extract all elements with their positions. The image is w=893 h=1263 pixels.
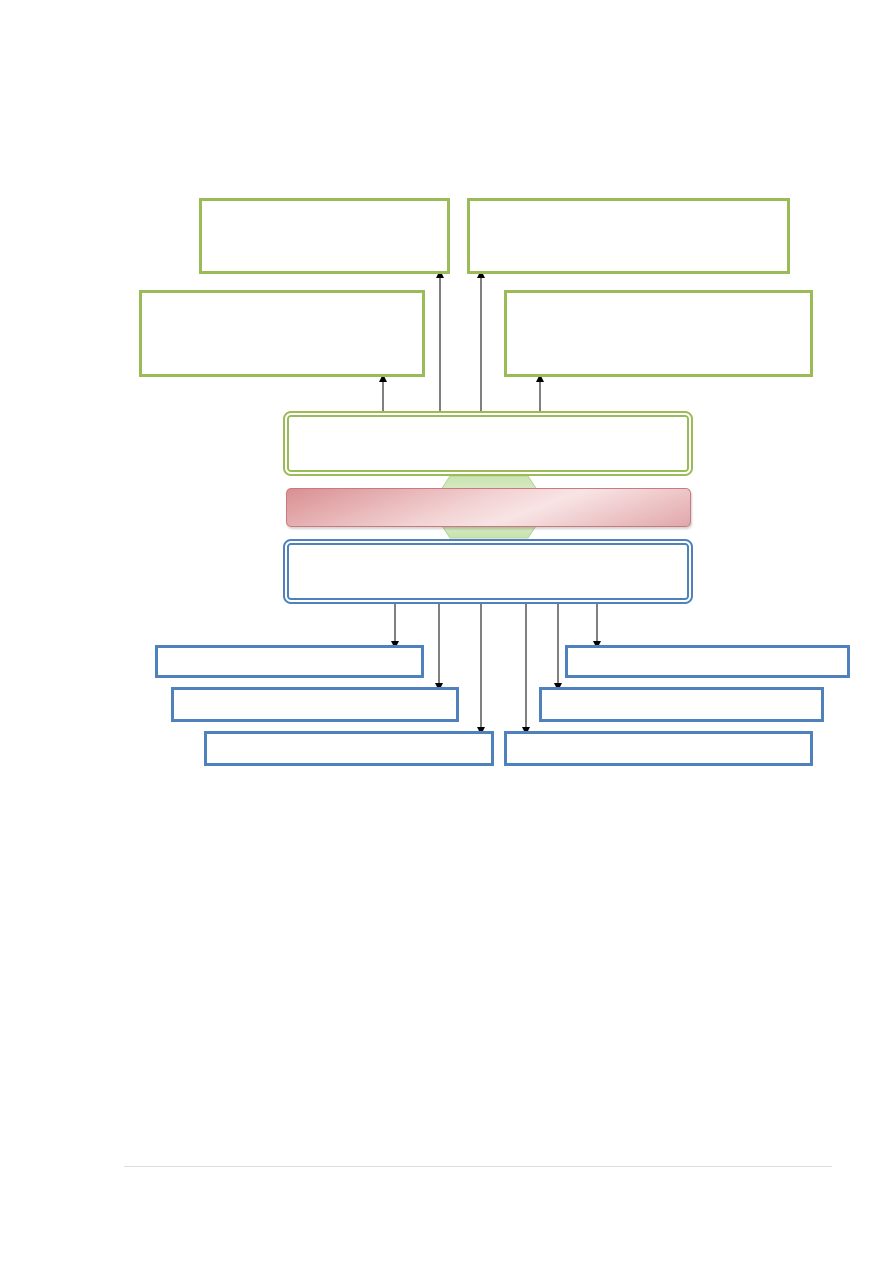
bottom-right-1-box xyxy=(565,645,850,678)
top-right-box xyxy=(467,198,790,274)
bottom-left-3-box xyxy=(204,731,494,766)
center-lower-box xyxy=(283,539,693,604)
bottom-right-3-box xyxy=(504,731,813,766)
mid-left-box xyxy=(139,290,425,377)
mid-right-box xyxy=(504,290,813,377)
top-left-box xyxy=(199,198,450,274)
center-upper-box xyxy=(283,411,693,476)
bottom-left-1-box xyxy=(155,645,424,678)
footer-divider xyxy=(124,1166,832,1167)
center-band xyxy=(286,488,691,527)
bottom-left-2-box xyxy=(171,687,459,722)
bottom-right-2-box xyxy=(539,687,824,722)
